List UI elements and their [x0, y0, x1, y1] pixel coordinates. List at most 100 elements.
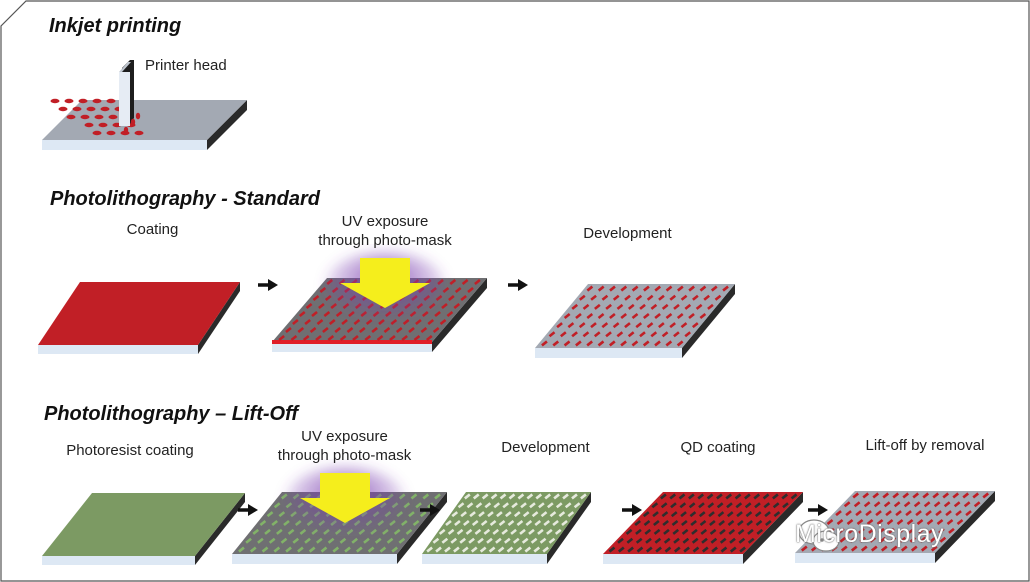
resist-opening — [524, 546, 532, 553]
qd-pixel — [900, 545, 908, 552]
green-pixel — [299, 528, 307, 535]
red-pixel — [627, 303, 635, 310]
resist-opening — [489, 519, 497, 527]
qd-opening — [736, 511, 743, 518]
qd-opening — [729, 537, 736, 544]
qd-opening — [683, 546, 690, 553]
green-pixel — [379, 546, 387, 553]
red-pixel — [601, 294, 609, 301]
arrow-head — [518, 279, 528, 291]
arrow-head — [430, 504, 440, 516]
resist-opening — [470, 546, 478, 553]
qd-opening — [709, 519, 716, 527]
resist-opening — [507, 519, 515, 527]
qd-opening — [617, 546, 625, 553]
substrate-side — [198, 282, 240, 354]
resist-opening — [502, 502, 509, 509]
qd-pixel — [898, 527, 905, 534]
qd-opening — [681, 528, 689, 535]
red-pixel — [597, 340, 605, 347]
resist-opening — [562, 493, 569, 500]
red-pixel — [601, 322, 609, 329]
qd-pixel — [943, 501, 951, 508]
qd-pixel — [850, 545, 858, 552]
red-pixel — [669, 294, 677, 301]
resist-opening — [580, 493, 587, 500]
ink-droplet — [134, 130, 144, 136]
qd-pixel — [915, 510, 922, 517]
green-pixel — [304, 537, 311, 544]
board-liftoff-qd — [603, 492, 803, 564]
process-arrow-icon — [258, 279, 278, 291]
qd-opening — [663, 528, 670, 535]
qd-opening — [691, 537, 699, 544]
qd-opening — [671, 519, 679, 527]
red-pixel — [612, 322, 620, 329]
green-pixel — [292, 537, 300, 544]
resist-opening — [481, 493, 489, 500]
mask-opening — [460, 294, 467, 302]
red-pixel — [650, 303, 658, 310]
qd-opening — [669, 493, 677, 500]
board-liftoff-development — [422, 492, 591, 564]
red-pixel — [631, 285, 639, 292]
step-label-coating: Coating — [126, 221, 179, 238]
resist-opening — [493, 502, 501, 509]
red-pixel — [624, 322, 631, 329]
ink-droplet — [94, 114, 104, 120]
resist-opening — [515, 546, 523, 553]
resist-opening — [459, 537, 466, 544]
red-pixel — [654, 312, 661, 320]
red-pixel — [616, 331, 624, 338]
red-pixel — [722, 285, 729, 292]
qd-pixel — [836, 518, 844, 526]
qd-pixel — [920, 545, 928, 552]
qd-pixel — [955, 510, 962, 517]
green-pixel — [264, 528, 271, 535]
green-pixel — [276, 528, 283, 535]
qd-opening — [790, 493, 798, 500]
qd-opening — [755, 519, 763, 527]
qd-pixel — [866, 518, 874, 526]
resist-opening — [466, 502, 474, 509]
resist-opening — [488, 546, 496, 553]
red-pixel — [582, 331, 590, 338]
resist-opening — [498, 519, 506, 527]
qd-pixel — [835, 510, 842, 517]
resist-opening — [537, 528, 544, 535]
substrate-front — [422, 554, 547, 564]
qd-opening — [691, 528, 698, 535]
green-pixel — [273, 502, 281, 509]
red-pixel — [575, 312, 582, 320]
resist-opening — [558, 511, 566, 518]
resist-opening — [538, 502, 545, 509]
red-pixel — [658, 322, 665, 329]
mask-opening — [395, 326, 403, 334]
qd-opening — [699, 519, 707, 527]
green-pixel — [327, 537, 335, 544]
qd-opening — [781, 493, 789, 500]
resist-opening — [573, 502, 581, 509]
qd-opening — [670, 511, 678, 518]
qd-pixel — [895, 510, 902, 517]
qd-pixel — [858, 527, 865, 534]
red-pixel — [582, 303, 590, 310]
green-pixel — [401, 519, 408, 527]
qd-opening — [652, 511, 659, 518]
mask-opening — [415, 318, 422, 326]
qd-opening — [744, 502, 752, 509]
qd-opening — [653, 519, 660, 527]
qd-opening — [706, 493, 714, 500]
resist-opening — [531, 511, 539, 518]
green-pixel — [386, 537, 394, 544]
qd-pixel — [972, 492, 980, 499]
mask-opening — [278, 334, 285, 342]
resist-opening — [525, 519, 533, 527]
qd-pixel — [860, 545, 868, 552]
resist-opening — [478, 511, 485, 518]
resist-opening — [460, 511, 467, 518]
green-pixel — [268, 537, 276, 544]
resist-opening — [508, 493, 516, 500]
qd-opening — [734, 493, 742, 500]
qd-pixel — [928, 527, 935, 534]
